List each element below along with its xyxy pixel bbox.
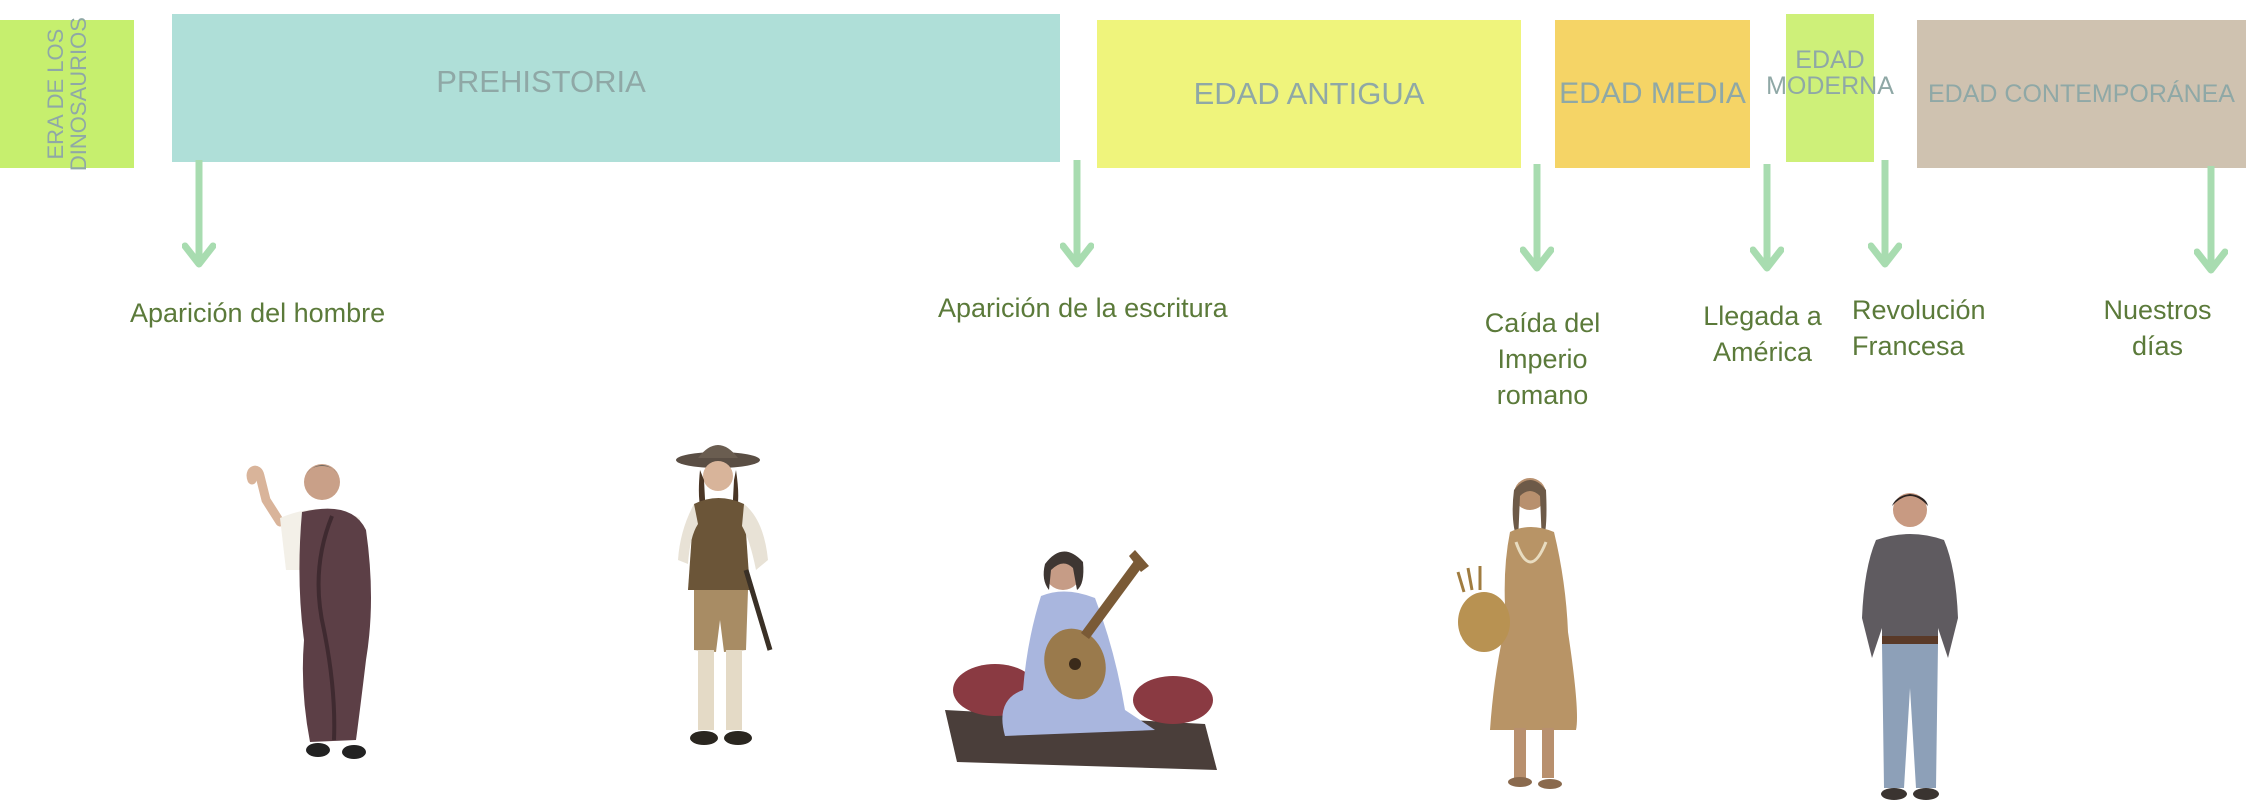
event-hombre: Aparición del hombre (130, 298, 386, 328)
arrow-down-icon (1060, 160, 1094, 268)
event-escritura: Aparición de la escritura (938, 293, 1228, 323)
modern-man-figure-icon (1862, 493, 1958, 800)
era-antigua-label: EDAD ANTIGUA (1193, 75, 1425, 111)
era-dinosaurios: ERA DE LOS DINOSAURIOS (0, 16, 134, 172)
event-america: Llegada a América (1703, 301, 1822, 367)
era-antigua: EDAD ANTIGUA (1097, 20, 1521, 168)
era-prehistoria-label: PREHISTORIA (436, 64, 646, 99)
era-moderna: EDAD MODERNA (1766, 14, 1894, 162)
era-prehistoria: PREHISTORIA (172, 14, 1060, 162)
era-contemporanea-label: EDAD CONTEMPORÁNEA (1928, 79, 2235, 108)
lute-player-figure-icon (945, 550, 1217, 770)
era-media-label: EDAD MEDIA (1559, 77, 1746, 111)
era-dinosaurios-label: ERA DE LOS DINOSAURIOS (42, 16, 91, 172)
era-moderna-label: EDAD MODERNA (1766, 45, 1894, 100)
era-media: EDAD MEDIA (1555, 20, 1750, 168)
arrow-down-icon (2194, 166, 2228, 274)
event-dias: Nuestros días (2103, 295, 2212, 361)
era-contemporanea: EDAD CONTEMPORÁNEA (1917, 20, 2246, 168)
event-revolucion: Revolución Francesa (1852, 295, 1986, 361)
roman-figure-icon (246, 464, 371, 759)
event-imperio: Caída del Imperio romano (1484, 308, 1601, 410)
arrow-down-icon (1520, 164, 1554, 272)
arrow-down-icon (1868, 160, 1902, 268)
arrow-down-icon (1750, 164, 1784, 272)
arrow-down-icon (182, 160, 216, 268)
cavalier-figure-icon (676, 445, 773, 745)
medieval-woman-figure-icon (1456, 478, 1577, 789)
